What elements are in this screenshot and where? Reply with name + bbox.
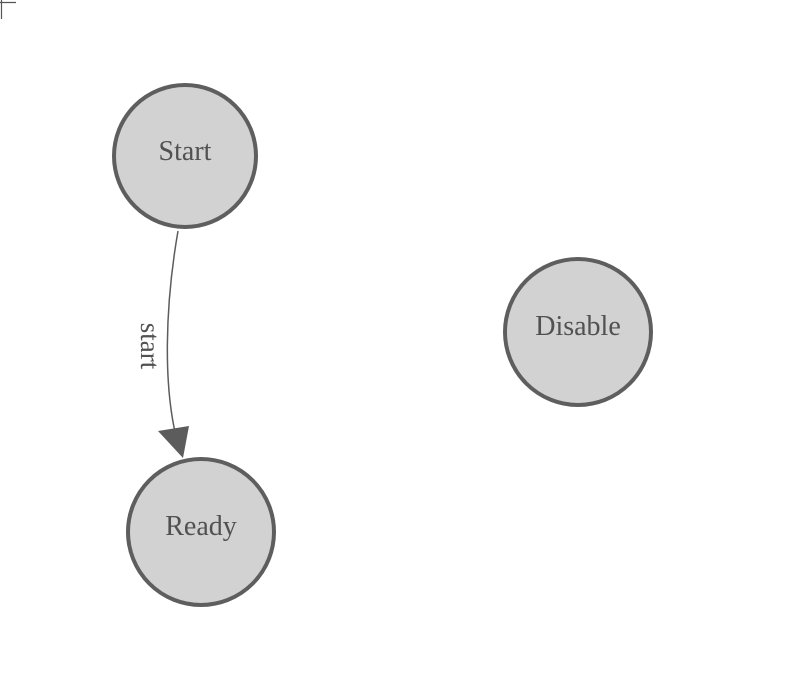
paper-corner-mark — [0, 0, 16, 19]
state-circle-start[interactable] — [112, 83, 258, 229]
edge-path[interactable] — [166, 230, 181, 452]
state-label-disable: Disable — [535, 311, 621, 342]
state-node-start[interactable]: Start — [112, 83, 258, 229]
edge-label: start — [135, 323, 165, 370]
state-node-disable[interactable]: Disable — [503, 257, 653, 407]
state-circle-disable[interactable] — [503, 257, 653, 407]
state-label-ready: Ready — [165, 511, 237, 542]
edge-start-to-ready[interactable]: start — [135, 230, 189, 458]
state-node-ready[interactable]: Ready — [126, 457, 276, 607]
state-circle-ready[interactable] — [126, 457, 276, 607]
state-label-start: Start — [159, 136, 212, 167]
arrowhead-icon[interactable] — [158, 426, 189, 458]
